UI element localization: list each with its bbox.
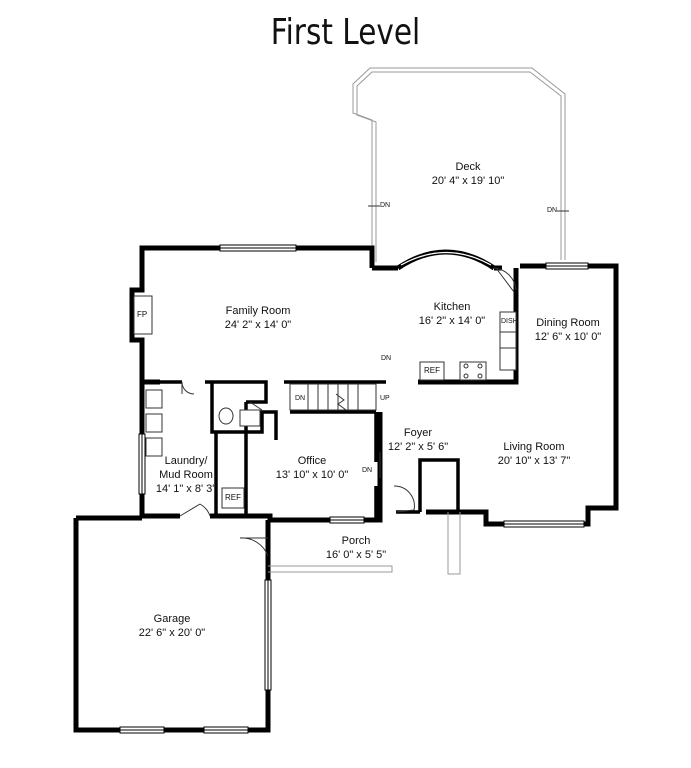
room-porch-name: Porch bbox=[341, 535, 371, 547]
room-deck-size: 20' 4" x 19' 10" bbox=[431, 175, 505, 187]
deck-dn-right-tag: DN bbox=[547, 207, 558, 214]
room-deck: Deck 20' 4" x 19' 10" bbox=[432, 160, 505, 188]
kitchen-bay bbox=[396, 249, 496, 271]
porch-outline bbox=[268, 512, 461, 575]
room-living: Living Room 20' 10" x 13' 7" bbox=[498, 440, 571, 468]
room-kitchen-size: 16' 2" x 14' 0" bbox=[418, 315, 486, 327]
deck-dn-left-tag: DN bbox=[380, 202, 391, 209]
room-dining-name: Dining Room bbox=[536, 317, 600, 329]
kitchen-dn-tag: DN bbox=[381, 355, 392, 362]
room-garage-name: Garage bbox=[153, 613, 191, 625]
room-office-size: 13' 10" x 10' 0" bbox=[275, 469, 349, 481]
room-porch-size: 16' 0" x 5' 5" bbox=[325, 549, 387, 561]
room-laundry: Laundry/ Mud Room 14' 1" x 8' 3" bbox=[156, 454, 216, 496]
stairs bbox=[289, 383, 377, 411]
room-kitchen: Kitchen 16' 2" x 14' 0" bbox=[419, 300, 485, 328]
room-laundry-name-1: Laundry/ bbox=[164, 455, 208, 467]
kitchen-ref-label: REF bbox=[424, 366, 440, 375]
doors bbox=[179, 267, 517, 557]
room-foyer-name: Foyer bbox=[403, 427, 433, 439]
room-living-name: Living Room bbox=[503, 441, 565, 453]
fireplace-label: FP bbox=[137, 310, 148, 319]
room-deck-name: Deck bbox=[455, 161, 481, 173]
foyer-dn-tag: DN bbox=[362, 467, 373, 474]
room-garage-size: 22' 6" x 20' 0" bbox=[138, 627, 206, 639]
deck-stair-markers bbox=[368, 205, 569, 212]
room-family: Family Room 24' 2" x 14' 0" bbox=[225, 304, 291, 332]
room-family-size: 24' 2" x 14' 0" bbox=[224, 319, 292, 331]
laundry-ref-label: REF bbox=[225, 493, 241, 502]
room-garage: Garage 22' 6" x 20' 0" bbox=[139, 612, 205, 640]
room-laundry-name-2: Mud Room bbox=[159, 469, 213, 481]
page-title: First Level bbox=[270, 12, 421, 53]
windows bbox=[119, 244, 589, 734]
room-kitchen-name: Kitchen bbox=[433, 301, 471, 313]
room-family-name: Family Room bbox=[225, 305, 291, 317]
room-office-name: Office bbox=[297, 455, 327, 467]
room-porch: Porch 16' 0" x 5' 5" bbox=[326, 534, 386, 562]
room-laundry-size: 14' 1" x 8' 3" bbox=[155, 483, 217, 495]
room-foyer-size: 12' 2" x 5' 6" bbox=[387, 441, 449, 453]
dishwasher-label: DISH bbox=[501, 318, 518, 325]
room-dining-size: 12' 6" x 10' 0" bbox=[534, 331, 602, 343]
room-dining: Dining Room 12' 6" x 10' 0" bbox=[535, 316, 601, 344]
room-office: Office 13' 10" x 10' 0" bbox=[276, 454, 349, 482]
stair-dn-tag: DN bbox=[295, 395, 306, 402]
deck-outline bbox=[352, 67, 566, 262]
room-foyer: Foyer 12' 2" x 5' 6" bbox=[388, 426, 448, 454]
room-living-size: 20' 10" x 13' 7" bbox=[497, 455, 571, 467]
stair-up-tag: UP bbox=[380, 395, 390, 402]
fixtures bbox=[133, 295, 517, 509]
